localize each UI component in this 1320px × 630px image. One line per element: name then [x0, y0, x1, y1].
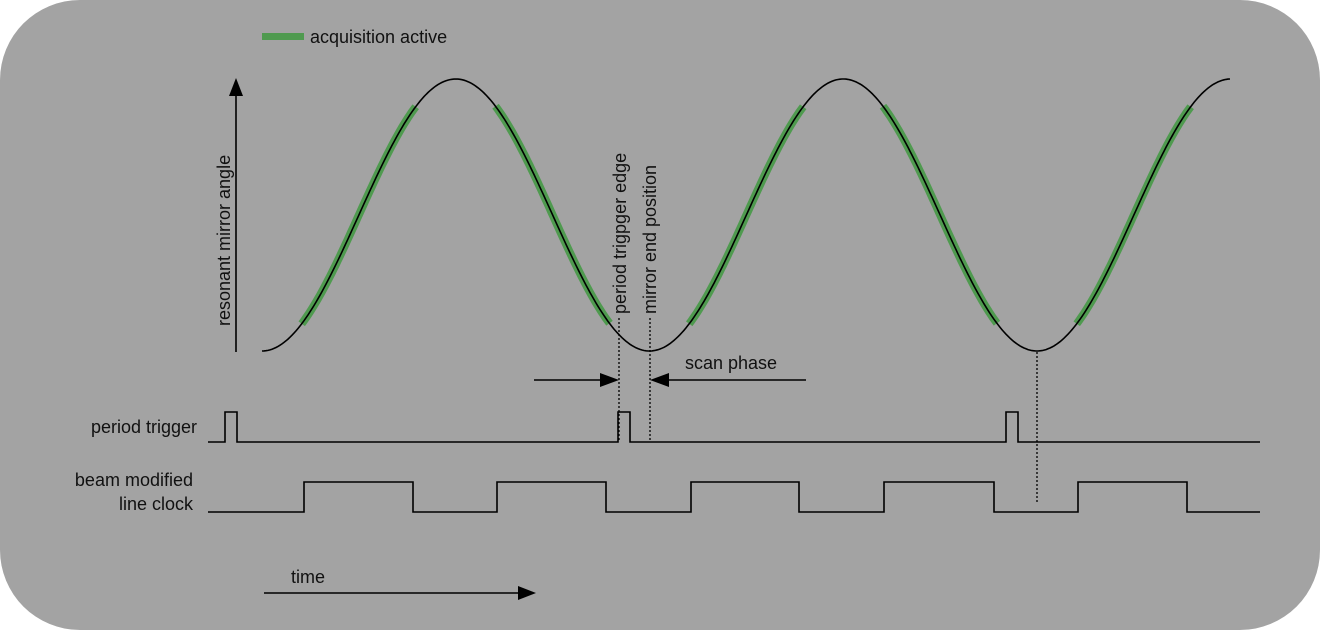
arrow-right-icon — [600, 373, 619, 387]
period-trigger-label: period trigger — [91, 417, 197, 437]
arrow-left-icon — [650, 373, 669, 387]
mirror-angle-curve — [261, 78, 1231, 352]
y-axis: resonant mirror angle — [214, 78, 243, 352]
period-trigger-edge-label: period trigpger edge — [610, 153, 630, 314]
scan-phase-label: scan phase — [685, 353, 777, 373]
line-clock-signal: beam modified line clock — [75, 470, 1260, 514]
mirror-end-position-label: mirror end position — [640, 165, 660, 314]
legend-label: acquisition active — [310, 27, 447, 47]
line-clock-label-2: line clock — [119, 494, 194, 514]
dotted-guides — [618, 318, 1038, 502]
y-axis-label: resonant mirror angle — [214, 155, 234, 326]
time-label: time — [291, 567, 325, 587]
time-axis: time — [264, 567, 536, 600]
legend-swatch — [262, 33, 304, 40]
legend: acquisition active — [262, 27, 447, 47]
scan-phase-indicator: scan phase — [534, 353, 806, 387]
arrow-up-icon — [229, 78, 243, 96]
arrow-right-icon — [518, 586, 536, 600]
line-clock-label-1: beam modified — [75, 470, 193, 490]
period-trigger-signal: period trigger — [91, 411, 1260, 443]
